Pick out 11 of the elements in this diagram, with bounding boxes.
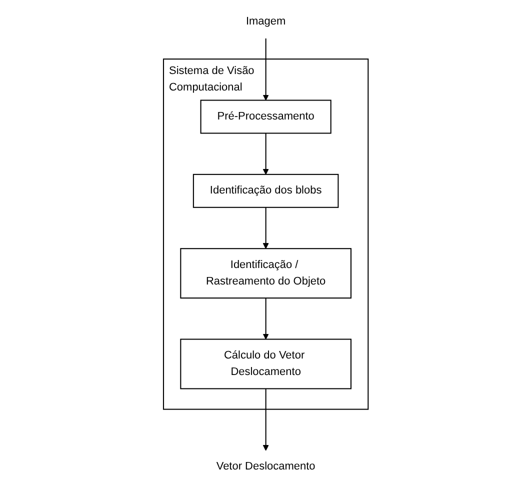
node-text: Imagem — [246, 16, 286, 28]
node-box: Cálculo do Vetor Deslocamento — [180, 338, 352, 390]
arrow — [262, 207, 269, 249]
node-box: Identificação / Rastreamento do Objeto — [180, 248, 352, 299]
node-box: Pré-Processamento — [200, 100, 332, 134]
arrow — [262, 298, 269, 340]
arrow — [262, 38, 269, 101]
arrow — [262, 388, 269, 451]
arrow — [262, 133, 269, 175]
node-box: Identificação dos blobs — [192, 174, 338, 208]
node-text: Vetor Deslocamento — [216, 460, 315, 472]
